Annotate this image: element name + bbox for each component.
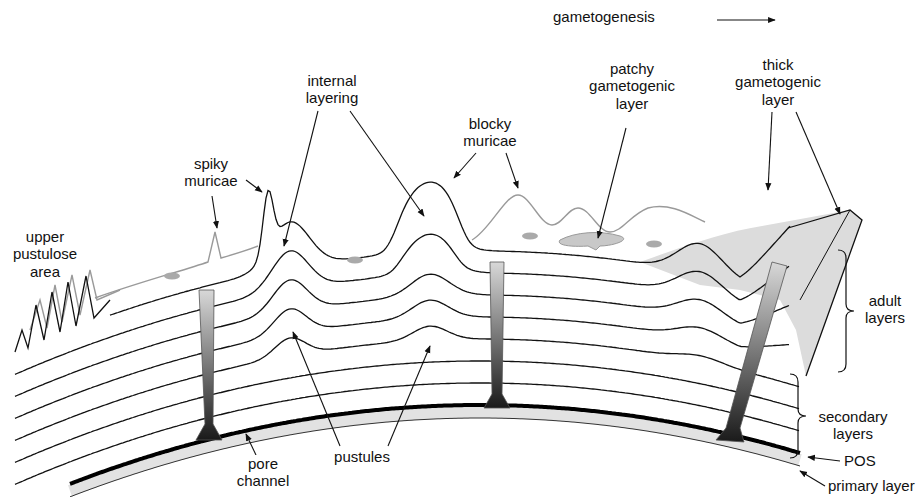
growth-layer xyxy=(15,326,799,440)
area-label: upper pustulose area xyxy=(4,228,86,280)
primary-edge xyxy=(70,418,800,497)
feature-label: internal layering xyxy=(292,72,372,107)
feature-label: primary layer xyxy=(828,477,914,494)
pore-channels xyxy=(196,262,787,442)
feature-label: patchy gametogenic layer xyxy=(580,60,684,112)
bracket xyxy=(838,250,854,372)
inclusions xyxy=(164,233,662,280)
pos-line xyxy=(70,405,800,484)
leader-lines xyxy=(212,20,840,486)
feature-label: thick gametogenic layer xyxy=(726,56,830,108)
pustulose-spikes xyxy=(15,276,110,352)
process-label: gametogenesis xyxy=(553,8,723,25)
growth-layer xyxy=(15,300,789,418)
growth-layer xyxy=(15,234,789,374)
feature-label: pore channel xyxy=(232,455,294,490)
bracket-label: secondary layers xyxy=(810,408,896,443)
ridge-edge xyxy=(800,210,850,300)
feature-label: POS xyxy=(844,452,904,469)
growth-layer xyxy=(15,361,799,462)
primary-layer xyxy=(70,405,800,497)
bracket-label: adult layers xyxy=(856,292,914,327)
feature-label: spiky muricae xyxy=(172,155,250,190)
growth-layer xyxy=(15,274,789,396)
growth-layer xyxy=(15,383,799,484)
feature-label: blocky muricae xyxy=(450,115,530,150)
bracket xyxy=(790,374,806,458)
ridge-outline xyxy=(788,210,862,376)
feature-label: pustules xyxy=(322,448,402,465)
patchy-layer xyxy=(559,233,623,250)
wall-layers xyxy=(15,182,799,484)
